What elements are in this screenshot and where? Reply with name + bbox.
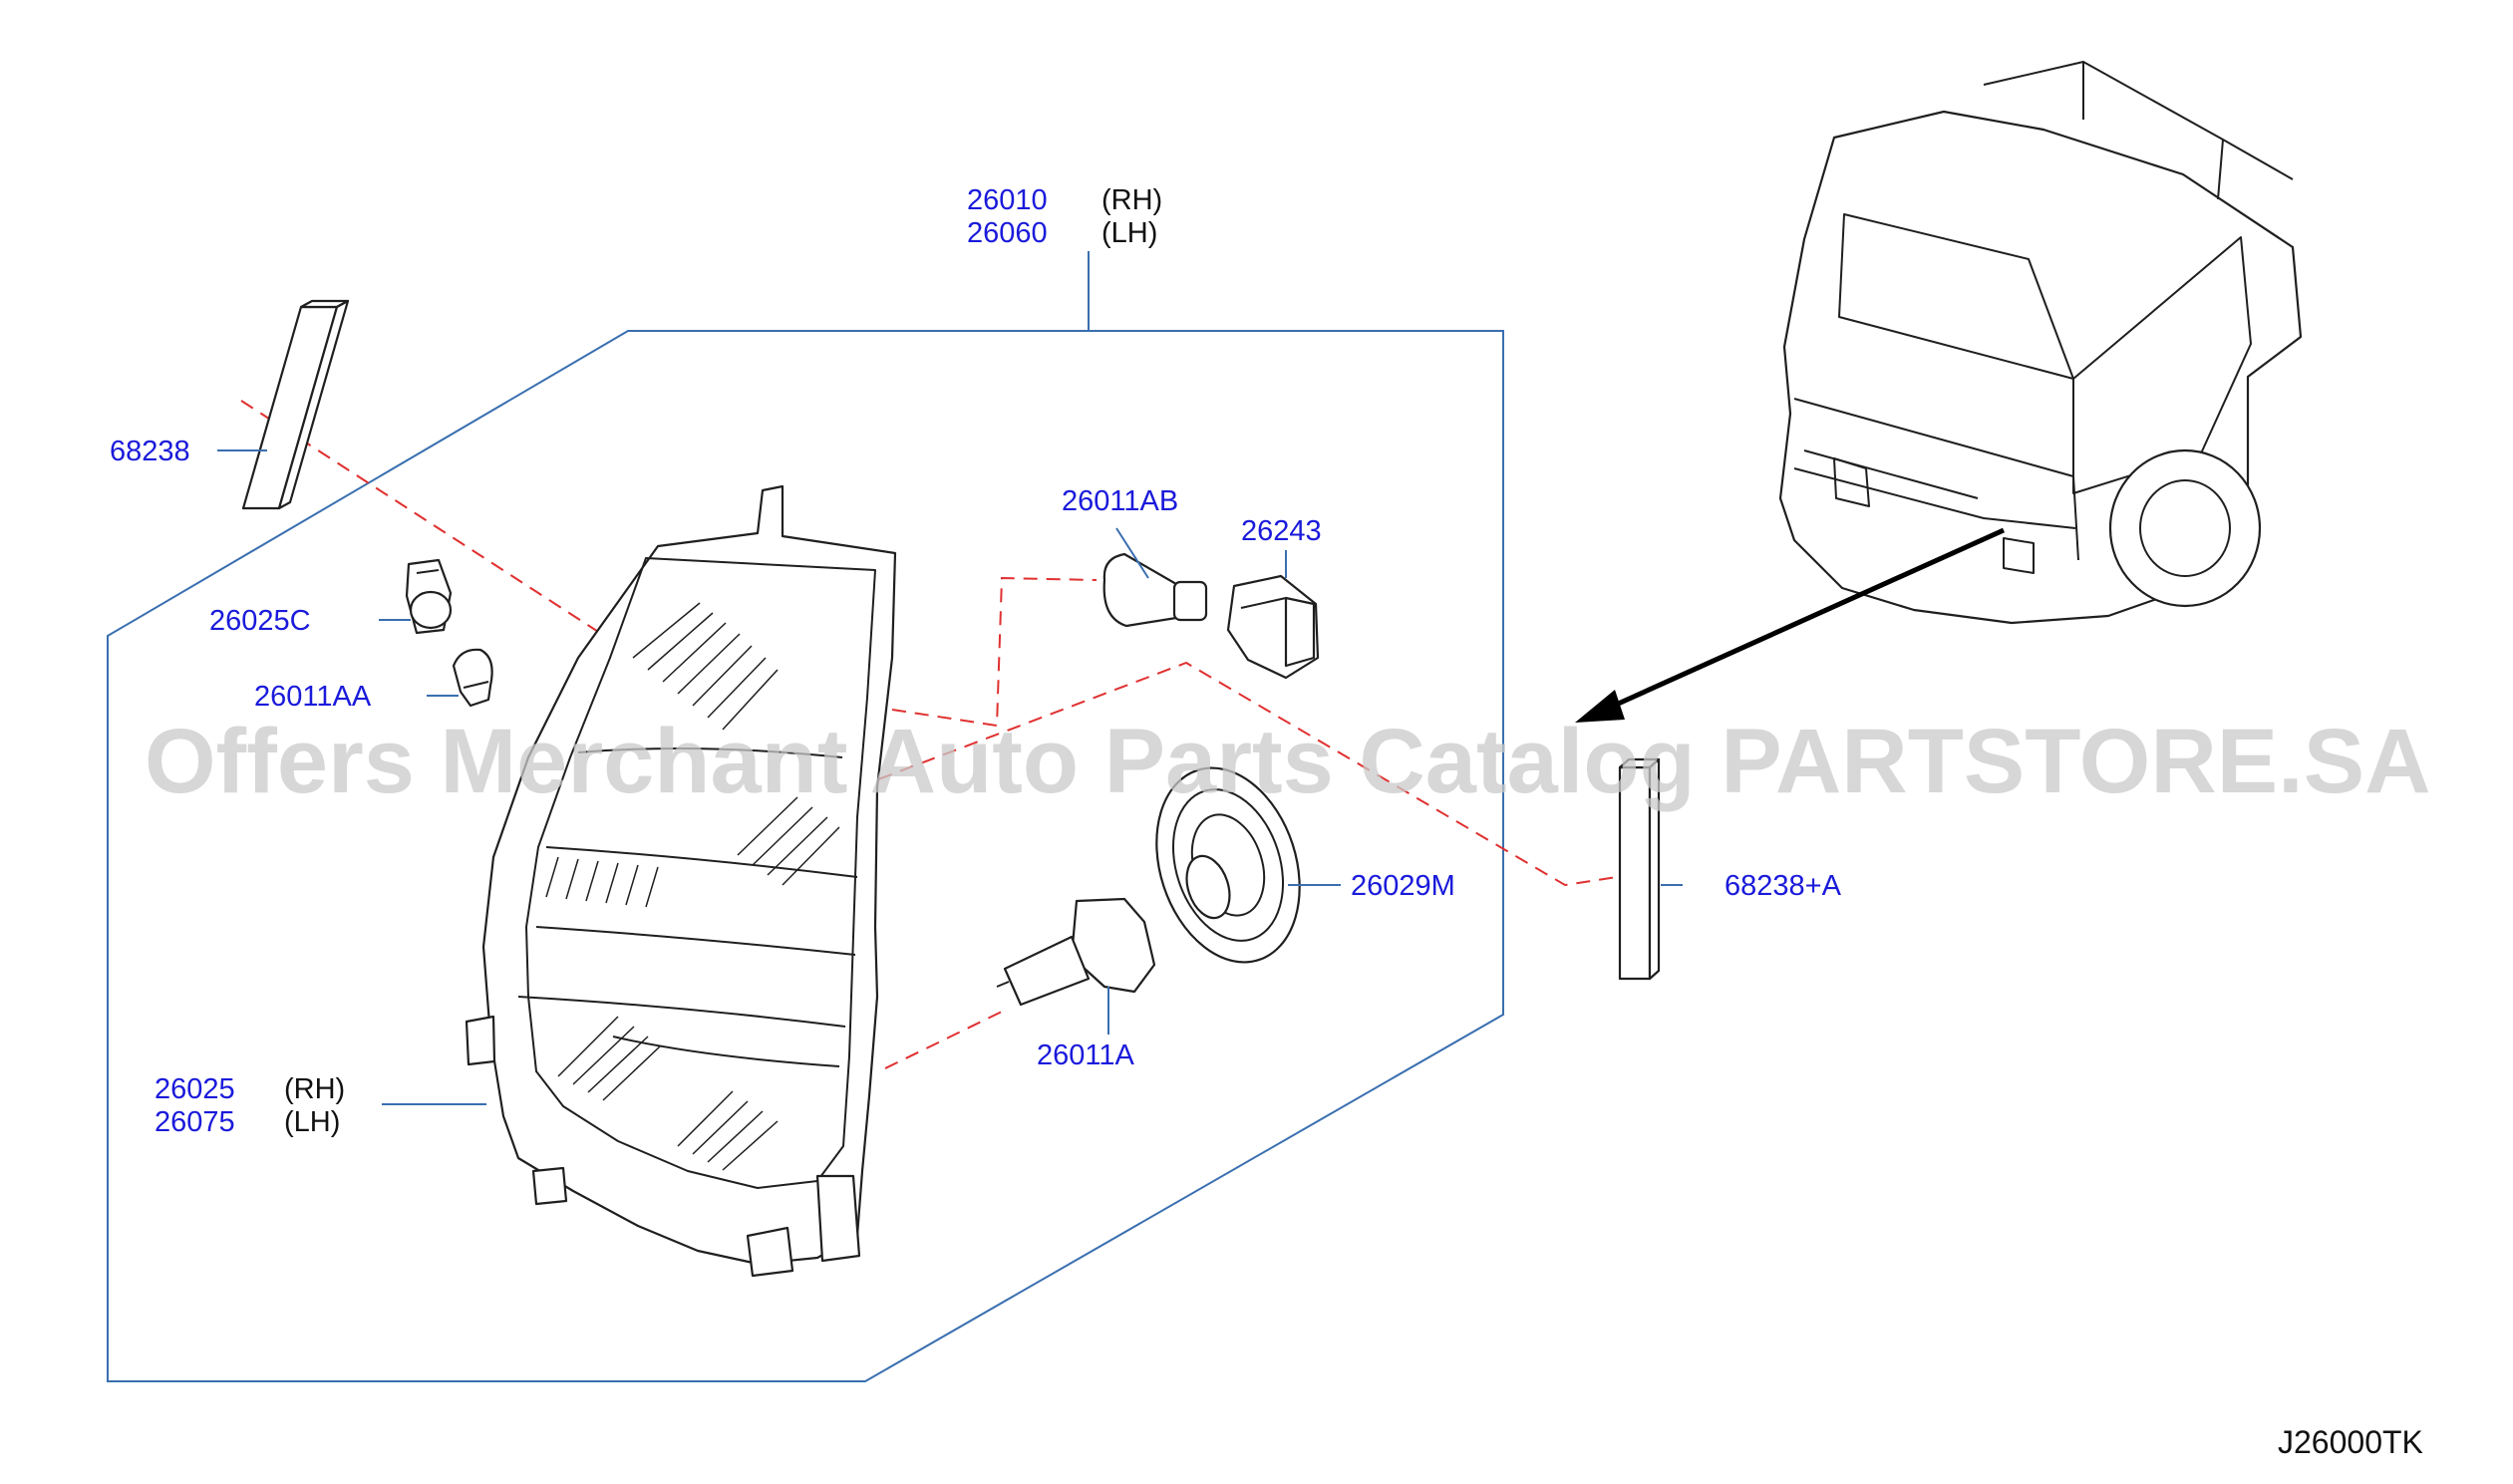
- location-arrow: [1575, 527, 2006, 723]
- callout-seal-left: 68238: [110, 436, 190, 467]
- callout-seal-right: 68238+A: [1725, 870, 1842, 902]
- callout-bulb-main: 26011A: [1037, 1039, 1134, 1071]
- callout-cap: 26029M: [1351, 870, 1455, 902]
- callout-headlamp-lh-number: 26060: [967, 217, 1048, 249]
- leader-lines: [217, 449, 1683, 1105]
- callout-housing-rh-number: 26025: [155, 1073, 235, 1105]
- callout-housing-rh-side: (RH): [284, 1073, 345, 1105]
- callout-housing-lh-number: 26075: [155, 1106, 235, 1138]
- bulb-small: [452, 648, 493, 708]
- socket-small: [405, 558, 453, 635]
- callout-bulb-turn: 26011AB: [1062, 485, 1178, 517]
- watermark-text: Offers Merchant Auto Parts Catalog PARTS…: [145, 711, 2431, 812]
- assembly-boundary: [107, 330, 1504, 1382]
- bulb-turn: [1102, 552, 1208, 628]
- bulb-main: [996, 897, 1156, 1007]
- headlamp-housing: [465, 484, 897, 1278]
- callout-socket-turn: 26243: [1241, 515, 1322, 547]
- callout-bulb-small: 26011AA: [254, 681, 372, 713]
- callout-socket-small: 26025C: [209, 605, 311, 637]
- diagram-code: J26000TK: [2278, 1424, 2423, 1460]
- callout-headlamp-lh-side: (LH): [1101, 217, 1157, 249]
- callout-housing-lh-side: (LH): [284, 1106, 340, 1138]
- truck-outline: [1778, 61, 2303, 625]
- dust-cap: [1155, 766, 1301, 964]
- seal-strip-right: [1618, 757, 1661, 981]
- socket-turn: [1226, 574, 1320, 680]
- callout-headlamp-rh-number: 26010: [967, 184, 1048, 216]
- seal-strip-left: [241, 299, 350, 510]
- callout-headlamp-rh-side: (RH): [1101, 184, 1162, 216]
